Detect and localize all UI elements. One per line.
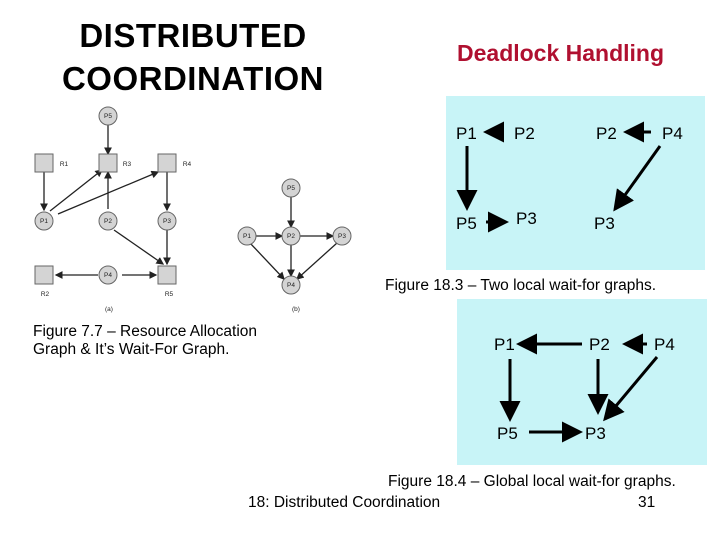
global-node-p3: P3: [585, 424, 606, 443]
local-g2-node-p4: P4: [662, 124, 683, 143]
rag-labels: P5 P1 P2 P3 P4 R1 R3 R4 R2 R5 (a): [40, 113, 192, 313]
figure-7-7-caption: Figure 7.7 – Resource Allocation Graph &…: [33, 323, 257, 359]
rag-label-r2: R2: [41, 291, 50, 298]
local-wait-for-graphs: P1 P2 P5 P3 P2 P4 P3: [456, 121, 683, 233]
figure-7-7-caption-line-1: Figure 7.7 – Resource Allocation: [33, 323, 258, 340]
rag-label-p1: P1: [40, 218, 48, 225]
rag-label-r3: R3: [123, 161, 132, 168]
rag-resources: [34, 153, 177, 285]
wfg-label-p4: P4: [287, 282, 295, 289]
footer-page-number: 31: [638, 494, 656, 511]
rag-edges: [40, 125, 171, 279]
rag-label-p5: P5: [104, 113, 112, 120]
global-node-p5: P5: [497, 424, 518, 443]
local-g1-node-p1: P1: [456, 124, 477, 143]
figure-7-7-caption-line-2: Graph & It’s Wait-For Graph.: [33, 341, 230, 358]
wfg-processes: [237, 178, 352, 295]
panel-label-a: (a): [105, 306, 113, 313]
wfg-label-p2: P2: [287, 233, 295, 240]
panel-label-b: (b): [292, 306, 300, 313]
global-graph-edges: [499, 333, 659, 443]
local-graph-edges: [456, 121, 662, 233]
rag-label-p2: P2: [104, 218, 112, 225]
resource-allocation-figure: P5 P1 P2 P3 P4 R1 R3 R4 R2 R5 (a) P5 P1 …: [34, 106, 352, 313]
rag-label-r4: R4: [183, 161, 192, 168]
slide-subtitle: Deadlock Handling: [457, 40, 665, 66]
local-g2-node-p2: P2: [596, 124, 617, 143]
figure-18-3-caption: Figure 18.3 – Two local wait-for graphs.: [385, 277, 657, 294]
global-node-p2: P2: [589, 335, 610, 354]
slide-title: DISTRIBUTED COORDINATION: [20, 14, 366, 100]
rag-label-p4: P4: [104, 272, 112, 279]
global-graph-nodes: P1 P2 P4 P5 P3: [494, 335, 675, 443]
local-g2-node-p3: P3: [594, 214, 615, 233]
title-line-2: COORDINATION: [61, 60, 325, 97]
global-node-p4: P4: [654, 335, 675, 354]
wfg-label-p5: P5: [287, 185, 295, 192]
rag-processes: [34, 106, 177, 285]
rag-label-r5: R5: [165, 291, 174, 298]
local-g1-node-p5: P5: [456, 214, 477, 233]
global-wait-for-graph: P1 P2 P4 P5 P3: [494, 333, 675, 443]
wfg-labels: P5 P1 P2 P3 P4 (b): [243, 185, 346, 313]
wfg-label-p1: P1: [243, 233, 251, 240]
global-node-p1: P1: [494, 335, 515, 354]
rag-label-r1: R1: [60, 161, 69, 168]
local-g1-node-p2: P2: [514, 124, 535, 143]
wfg-label-p3: P3: [338, 233, 346, 240]
footer-chapter: 18: Distributed Coordination: [248, 494, 441, 511]
figure-18-4-caption: Figure 18.4 – Global local wait-for grap…: [388, 473, 676, 490]
wfg-edges: [249, 197, 338, 280]
local-graph-nodes: P1 P2 P5 P3 P2 P4 P3: [456, 124, 683, 233]
title-line-1: DISTRIBUTED: [79, 17, 307, 54]
local-g1-node-p3: P3: [516, 209, 537, 228]
rag-label-p3: P3: [163, 218, 171, 225]
